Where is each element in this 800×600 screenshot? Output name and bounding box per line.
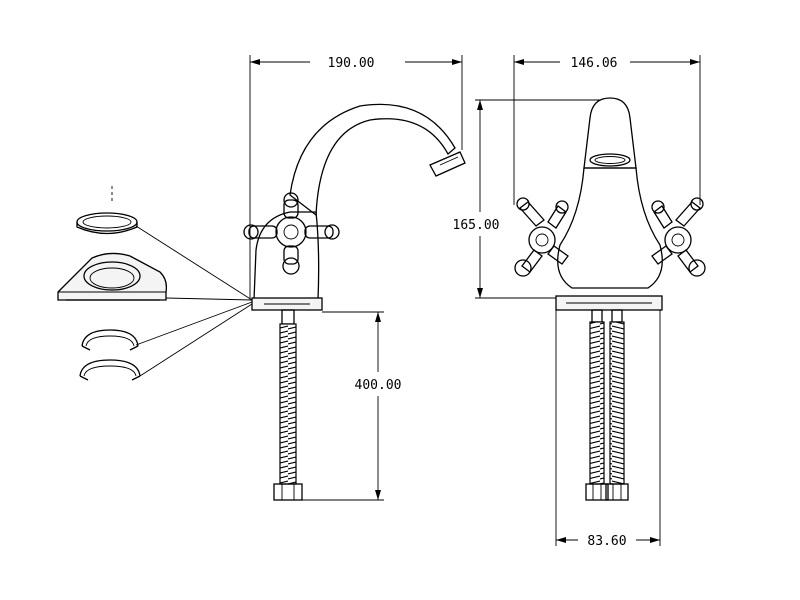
dimension-width-label: 190.00 [328,56,375,71]
dimension-hose-spacing: 83.60 [555,310,661,549]
hoses-front [585,309,629,501]
dimension-hose-length: 400.00 [302,311,402,501]
exploded-parts [57,186,253,381]
cross-handle-side [243,192,340,275]
dimension-height: 165.00 [453,99,600,299]
cross-handle-left [514,197,569,277]
dimension-depth-label: 146.06 [571,56,618,71]
retaining-clip-1 [81,329,139,351]
cross-handle-right [651,197,706,277]
dimension-width: 190.00 [249,55,463,300]
mounting-plate [57,252,168,301]
dimension-hose-length-label: 400.00 [355,378,402,393]
leader-lines [135,225,253,377]
faucet-side-view [243,103,466,501]
faucet-front-view [514,97,706,501]
retaining-clip-2 [79,359,141,381]
o-ring-seal [76,212,138,235]
dimension-hose-spacing-label: 83.60 [587,534,626,549]
dimension-height-label: 165.00 [453,218,500,233]
dimension-depth: 146.06 [513,55,701,205]
